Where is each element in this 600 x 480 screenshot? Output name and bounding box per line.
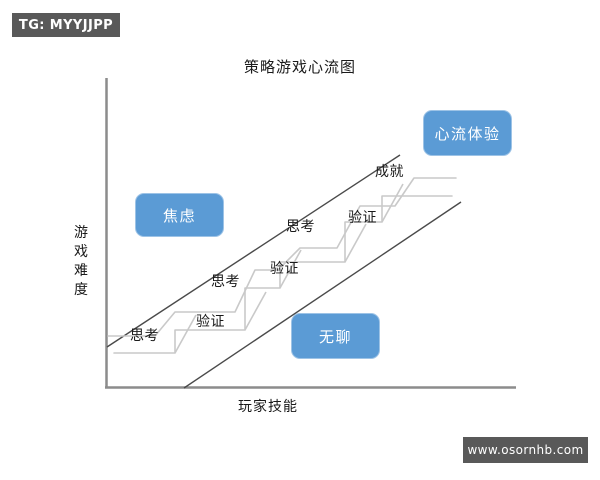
anxiety-boundary-line [106,154,401,348]
zone-box-boredom: 无聊 [291,313,380,359]
staircase-upper-path [107,177,457,337]
riser-1 [174,314,197,354]
zone-box-flow-experience: 心流体验 [423,110,512,156]
step-label-think-2: 思考 [211,274,240,290]
riser-4 [344,223,367,263]
step-label-verify-2: 验证 [270,261,299,277]
step-label-achievement: 成就 [375,164,404,180]
y-axis-label: 游戏难度 [74,225,88,298]
website-watermark-badge: www.osornhb.com [463,437,588,463]
riser-5 [381,183,404,223]
riser-3 [279,249,302,289]
zone-box-anxiety: 焦虑 [135,193,224,237]
axis-group [105,78,516,389]
telegram-watermark-badge: TG: MYYJJPP [12,13,120,37]
step-label-verify-1: 验证 [196,314,225,330]
riser-2 [244,291,267,331]
staircase-lower-path [113,195,453,354]
step-label-think-1: 思考 [130,328,159,344]
x-axis-label: 玩家技能 [238,399,298,415]
staircase-risers [174,183,404,354]
chart-title: 策略游戏心流图 [243,58,356,76]
step-label-verify-3: 验证 [348,210,377,226]
boredom-boundary-line [183,201,462,389]
step-label-think-3: 思考 [286,219,315,235]
